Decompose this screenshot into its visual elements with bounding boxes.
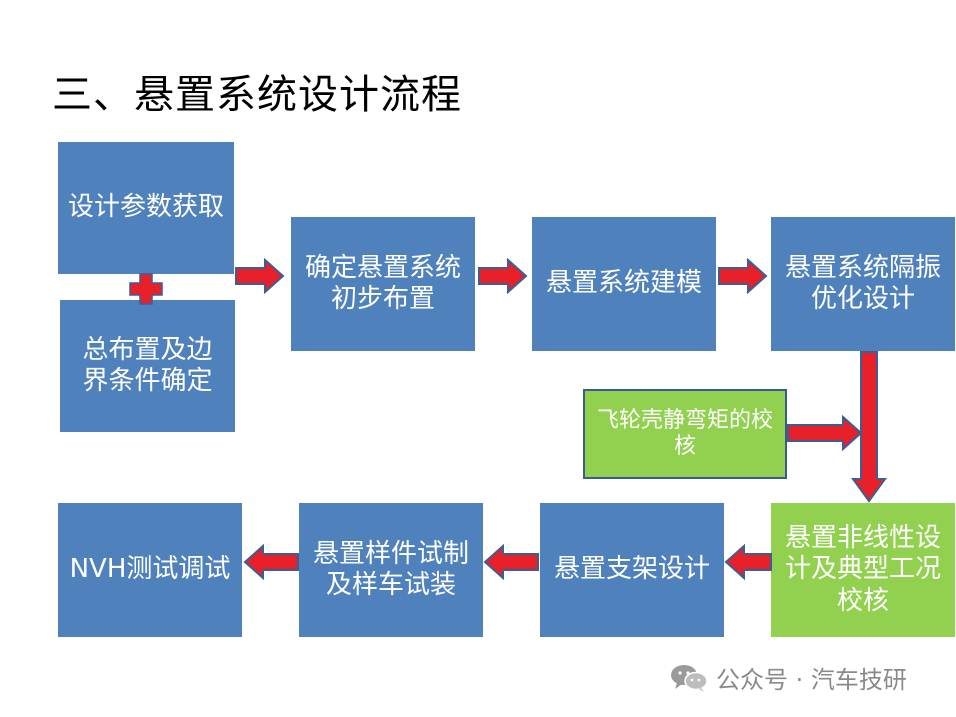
arrow-down (851, 351, 887, 503)
node-nvh-tuning-label: NVH测试调试 (69, 554, 231, 585)
arrow-left-2 (483, 543, 539, 581)
node-params: 设计参数获取 (58, 142, 234, 274)
node-prototype: 悬置样件试制及样车试装 (299, 503, 483, 637)
node-nvh-tuning: NVH测试调试 (58, 503, 242, 637)
arrow-right-flywheel (787, 414, 863, 452)
watermark-text: 公众号 · 汽车技研 (716, 666, 907, 694)
node-params-label: 设计参数获取 (68, 192, 225, 223)
node-layout-boundary: 总布置及边界条件确定 (60, 300, 235, 432)
arrow-right-2 (478, 257, 528, 295)
node-flywheel-check: 飞轮壳静弯矩的校核 (583, 389, 787, 479)
watermark: 公众号 · 汽车技研 (670, 660, 907, 695)
node-optimization: 悬置系统隔振优化设计 (771, 217, 955, 351)
arrow-left-3 (243, 543, 299, 581)
page-title: 三、悬置系统设计流程 (52, 72, 462, 118)
node-prototype-label: 悬置样件试制及样车试装 (312, 538, 469, 600)
node-nonlinear-design: 悬置非线性设计及典型工况校核 (771, 503, 955, 637)
node-modeling: 悬置系统建模 (532, 217, 716, 351)
wechat-icon (671, 664, 708, 692)
arrow-left-1 (724, 543, 772, 581)
arrow-right-1 (235, 257, 285, 295)
node-layout-boundary-label: 总布置及边界条件确定 (82, 334, 213, 396)
plus-connector (129, 273, 163, 305)
node-bracket-design: 悬置支架设计 (540, 503, 724, 637)
node-flywheel-check-label: 飞轮壳静弯矩的校核 (596, 407, 773, 459)
node-modeling-label: 悬置系统建模 (545, 268, 702, 299)
node-initial-layout: 确定悬置系统初步布置 (291, 217, 475, 351)
node-nonlinear-design-label: 悬置非线性设计及典型工况校核 (784, 523, 941, 616)
node-initial-layout-label: 确定悬置系统初步布置 (304, 252, 461, 314)
node-optimization-label: 悬置系统隔振优化设计 (784, 252, 941, 314)
arrow-right-3 (718, 257, 768, 295)
node-bracket-design-label: 悬置支架设计 (553, 554, 710, 585)
